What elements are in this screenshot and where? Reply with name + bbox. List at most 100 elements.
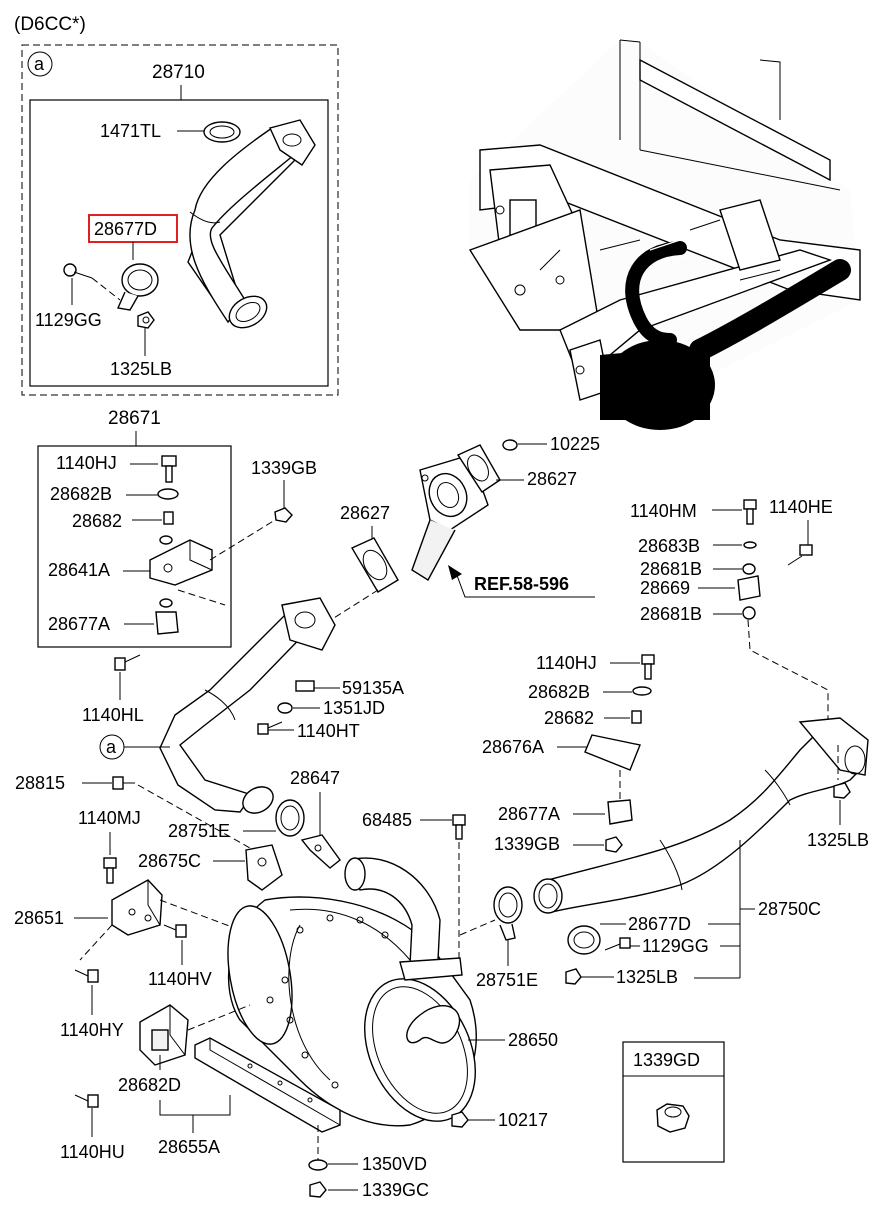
label-59135A: 59135A [342,678,404,698]
label-1351JD: 1351JD [323,698,385,718]
label-1325LB-right: 1325LB [807,830,869,850]
label-28681B-2: 28681B [640,604,702,624]
label-28677A-kit: 28677A [48,614,110,634]
washer-28683B [743,541,757,549]
rubber-28681B-1 [742,563,756,575]
label-28650: 28650 [508,1030,558,1050]
front-exhaust-pipe [159,597,336,814]
bolt-1140HU [74,1094,99,1108]
label-28682-center: 28682 [544,708,594,728]
bolt-1140HT [257,721,283,735]
label-28627-left: 28627 [340,503,390,523]
nut-1325LB-right [833,782,851,799]
part-box-1339GD [622,1041,725,1163]
detail-a-inner-frame [29,99,329,387]
washer-1350VD [308,1159,328,1171]
label-1129GG-detail: 1129GG [35,310,102,330]
label-28751E-right: 28751E [476,970,538,990]
bracket-28682D [139,1004,189,1066]
label-28669: 28669 [640,578,690,598]
muffler-inlet-pipe [344,857,463,981]
clamp-28677D-lower [567,925,601,955]
label-28647: 28647 [290,768,340,788]
label-28677A-center: 28677A [498,804,560,824]
label-28677D-lower: 28677D [628,914,691,934]
label-28710: 28710 [152,62,205,83]
callout-a-main-letter: a [106,737,117,757]
bolt-1140HJ-kit [161,455,177,483]
bushing-59135A [295,680,315,692]
label-28627-right: 28627 [527,469,577,489]
bushing-28682-kit [163,511,174,525]
label-1339GB-top: 1339GB [251,458,317,478]
bolt-28815 [112,776,135,790]
label-28641A: 28641A [48,560,110,580]
label-28751E-left: 28751E [168,821,230,841]
label-1339GB-center: 1339GB [494,834,560,854]
label-1339GC: 1339GC [362,1180,429,1200]
label-1140HV: 1140HV [148,969,212,989]
label-28682-kit: 28682 [72,511,122,531]
tail-pipe-28750C [533,717,869,914]
washer-28682B-center [632,686,652,696]
nut-1325LB-lower [565,968,582,985]
ref-label: REF.58-596 [474,574,569,594]
label-1325LB-detail: 1325LB [110,359,172,379]
bracket-28641A [149,539,213,586]
clamp-28751E-left [275,799,305,837]
exhaust-pipe-28710 [187,119,316,329]
label-1129GG-lower: 1129GG [642,936,709,956]
bolt-1140HL [114,654,141,671]
label-28682B-center: 28682B [528,682,590,702]
muffler-28650 [227,896,477,1127]
variant-label: (D6CC*) [14,14,86,35]
label-28683B: 28683B [638,536,700,556]
label-1140MJ: 1140MJ [78,808,141,828]
bolt-1140MJ [103,857,117,884]
label-28750C: 28750C [758,899,821,919]
label-1350VD: 1350VD [362,1154,427,1174]
bolt-1129GG-lower [604,937,631,951]
bracket-28651 [111,879,163,936]
bolt-68485 [452,814,466,840]
label-1140HT: 1140HT [297,721,360,741]
label-1140HM: 1140HM [630,501,697,521]
bracket-28675C [245,844,283,891]
label-1140HJ-kit: 1140HJ [56,453,117,473]
washer-1351JD [277,702,293,714]
rubber-28677A-kit [155,611,179,635]
clamp-28677D-detail [116,263,159,311]
label-28682D: 28682D [118,1075,181,1095]
label-28676A: 28676A [482,737,544,757]
label-10217: 10217 [498,1110,548,1130]
detail-a-callout-letter: a [34,54,45,74]
label-28655A: 28655A [158,1137,220,1157]
bracket-28669 [737,575,761,601]
bolt-1140HM [743,499,757,525]
label-28682B-kit: 28682B [50,484,112,504]
label-1140HJ-center: 1140HJ [536,653,597,673]
detail-a-callout-circle [27,51,53,77]
bushing-28682-center [631,710,642,724]
washer-28682B-kit [157,488,179,500]
label-28675C: 28675C [138,851,201,871]
nut-1339GB-top [274,507,293,523]
detail-a-outer-frame [21,44,339,396]
label-68485: 68485 [362,810,412,830]
label-1471TL: 1471TL [100,121,161,141]
label-1140HU: 1140HU [60,1142,125,1162]
label-28651: 28651 [14,908,64,928]
label-10225: 10225 [550,434,600,454]
clamp-1471TL [203,121,241,143]
rubber-28677A-center [607,799,633,825]
nut-1339GB-center [605,836,623,853]
label-1140HE: 1140HE [769,497,833,517]
nut-1325LB-detail [137,311,155,329]
support-bar-28655A [194,1037,341,1133]
bolt-1140HV [163,924,187,938]
washer-10225 [502,439,518,451]
label-28681B-1: 28681B [640,559,702,579]
label-1325LB-lower: 1325LB [616,967,678,987]
